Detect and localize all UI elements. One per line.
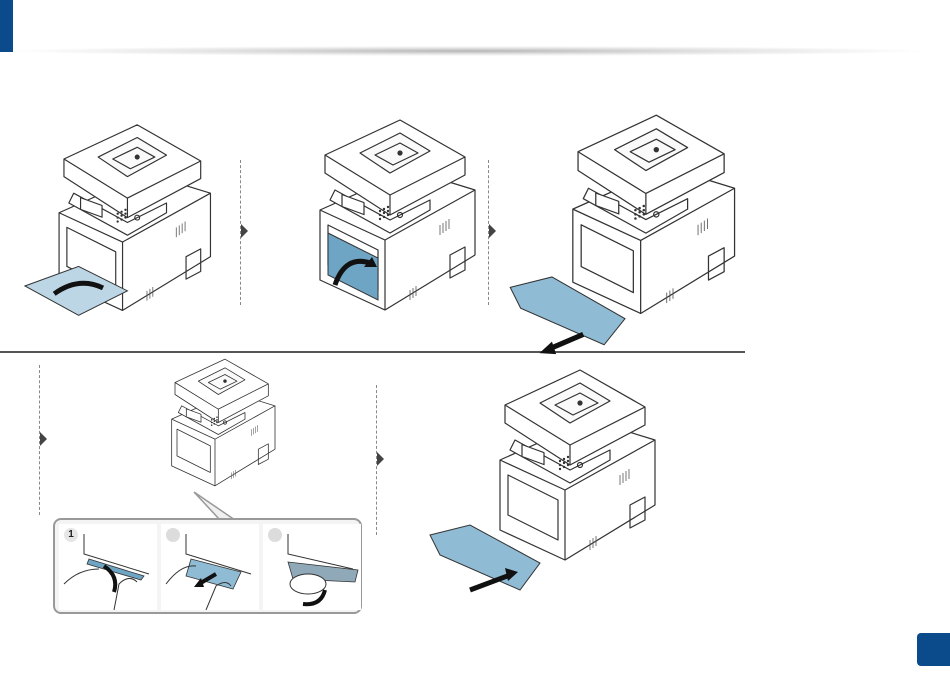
step-separator [376,385,377,535]
step-badge [268,528,282,542]
step-arrow-icon [40,432,47,446]
step-arrow-icon [377,452,384,466]
curved-arrow-icon [332,258,371,286]
step-2-illustration [319,119,476,311]
step-separator [488,160,489,305]
straight-arrow-icon [469,572,511,593]
curved-arrow-icon [52,280,105,296]
step-separator [39,365,40,515]
step-badge [166,528,180,542]
step-5-illustration [429,369,656,593]
row-divider [0,351,745,353]
step-arrow-icon [489,224,496,238]
curved-arrow-icon [302,589,327,607]
page-number-box [917,633,950,666]
step-badge: 1 [64,528,78,542]
inset-panel-3 [263,524,361,610]
section-tab-accent [0,0,13,52]
inset-panel-2 [161,524,259,610]
step-separator [240,160,241,305]
step-1-illustration [23,124,212,316]
step-4-illustration [171,358,276,487]
step-arrow-icon [241,224,248,238]
jam-removal-inset: 1 [53,518,362,614]
step-3-illustration [509,114,736,355]
inset-panel-1: 1 [59,524,157,610]
curved-arrow-icon [102,564,118,593]
header-divider [15,46,920,56]
